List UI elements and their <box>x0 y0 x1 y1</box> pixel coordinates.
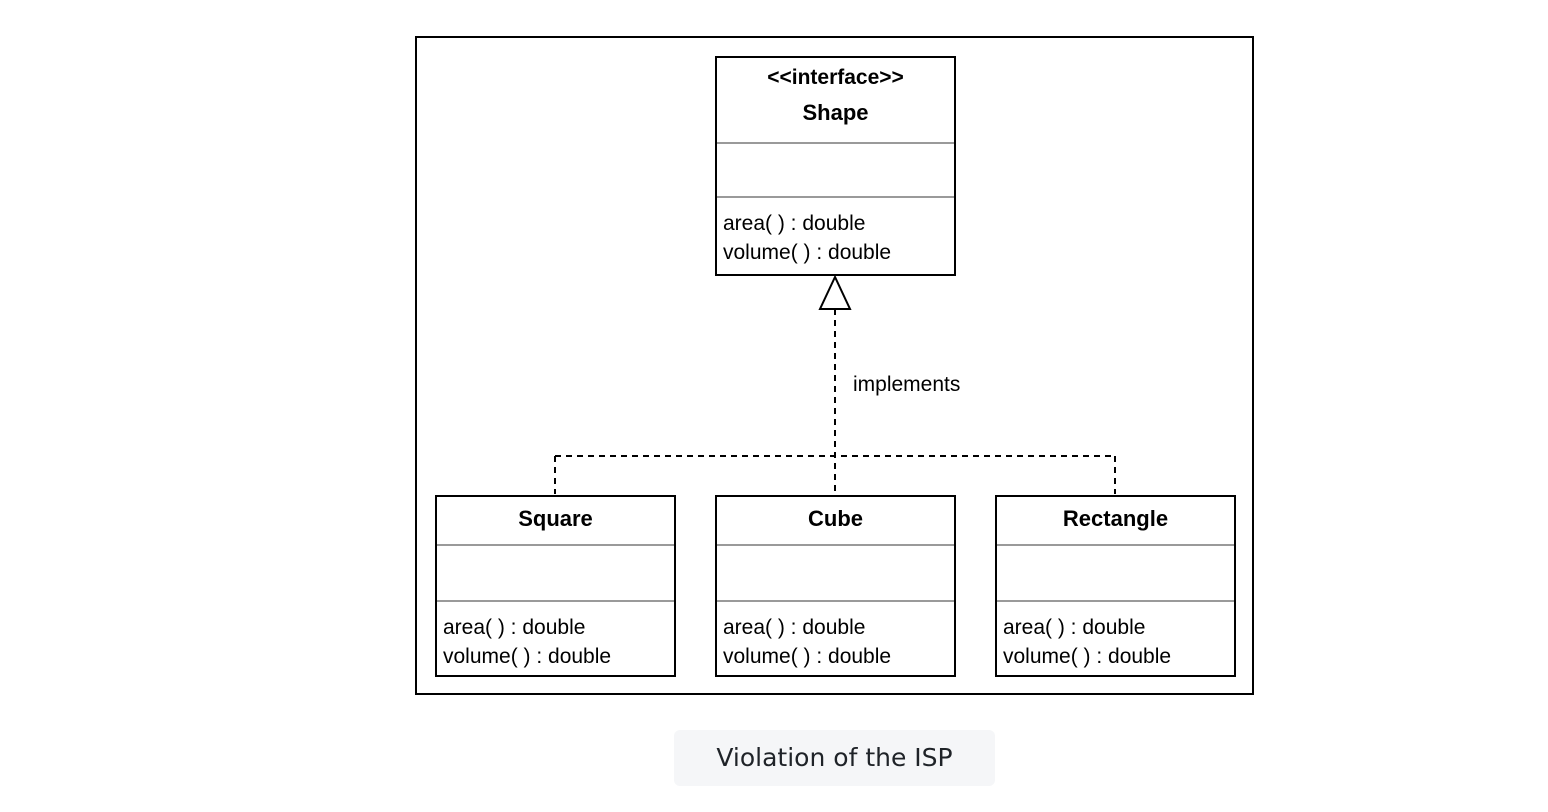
figure-caption: Violation of the ISP <box>674 730 995 786</box>
operation-area: area( ) : double <box>723 212 866 235</box>
interface-stereotype: <<interface>> <box>767 66 904 89</box>
operation-volume: volume( ) : double <box>723 241 892 264</box>
class-name-compartment: Rectangle <box>997 505 1234 533</box>
operation-volume: volume( ) : double <box>1003 645 1172 668</box>
implements-label: implements <box>853 373 961 396</box>
class-name-cube: Cube <box>808 506 863 531</box>
class-name-compartment: Cube <box>717 505 954 533</box>
operation-area: area( ) : double <box>1003 616 1146 639</box>
diagram-frame <box>415 36 1254 695</box>
class-name-rectangle: Rectangle <box>1062 506 1169 531</box>
interface-name: Shape <box>802 100 869 125</box>
realization-arrowhead <box>818 274 852 310</box>
attributes-separator <box>997 544 1234 546</box>
operations-separator <box>717 196 954 198</box>
class-name-compartment: Square <box>437 505 674 533</box>
attributes-separator <box>717 544 954 546</box>
class-operations: area( ) : double volume( ) : double <box>443 613 670 671</box>
operations-separator <box>997 600 1234 602</box>
class-operations: area( ) : double volume( ) : double <box>723 613 950 671</box>
operations-separator <box>437 600 674 602</box>
interface-shape-box: <<interface>> Shape area( ) : double vol… <box>715 56 956 276</box>
class-operations: area( ) : double volume( ) : double <box>1003 613 1230 671</box>
interface-name-compartment: <<interface>> Shape <box>717 64 954 127</box>
attributes-separator <box>437 544 674 546</box>
class-name-square: Square <box>518 506 593 531</box>
attributes-separator <box>717 142 954 144</box>
operation-area: area( ) : double <box>443 616 586 639</box>
operation-area: area( ) : double <box>723 616 866 639</box>
interface-operations: area( ) : double volume( ) : double <box>723 209 950 267</box>
class-rectangle-box: Rectangle area( ) : double volume( ) : d… <box>995 495 1236 677</box>
class-square-box: Square area( ) : double volume( ) : doub… <box>435 495 676 677</box>
class-cube-box: Cube area( ) : double volume( ) : double <box>715 495 956 677</box>
operations-separator <box>717 600 954 602</box>
operation-volume: volume( ) : double <box>723 645 892 668</box>
operation-volume: volume( ) : double <box>443 645 612 668</box>
